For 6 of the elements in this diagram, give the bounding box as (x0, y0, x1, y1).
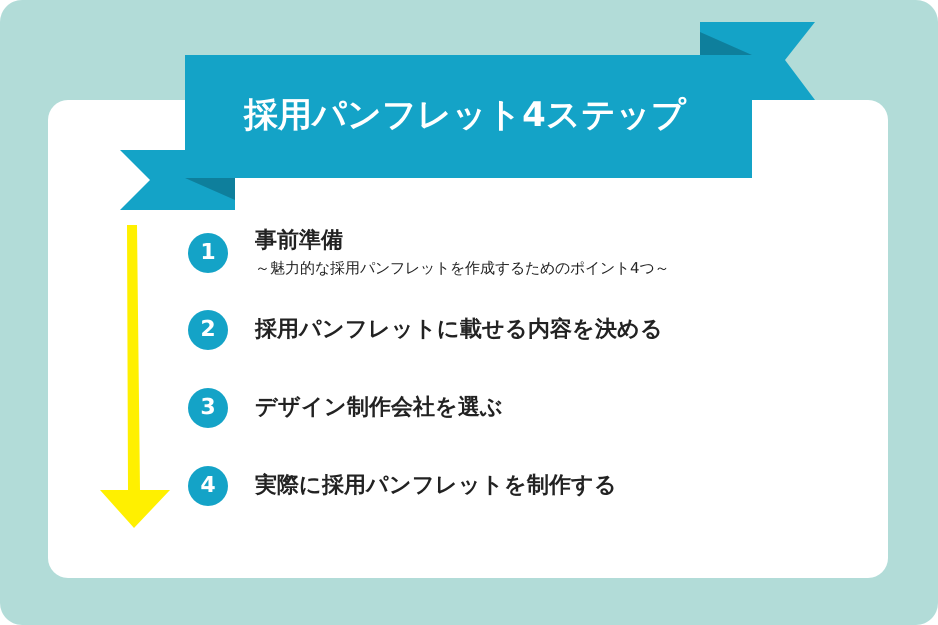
title-text: 採用パンフレット4ステップ (242, 94, 688, 137)
step-title: デザイン制作会社を選ぶ (255, 394, 503, 422)
step-title: 実際に採用パンフレットを制作する (255, 472, 617, 500)
step-subtitle: ～魅力的な採用パンフレットを作成するためのポイント4つ～ (255, 259, 670, 278)
step-title: 事前準備 (255, 227, 343, 255)
step-title: 採用パンフレットに載せる内容を決める (255, 316, 663, 344)
